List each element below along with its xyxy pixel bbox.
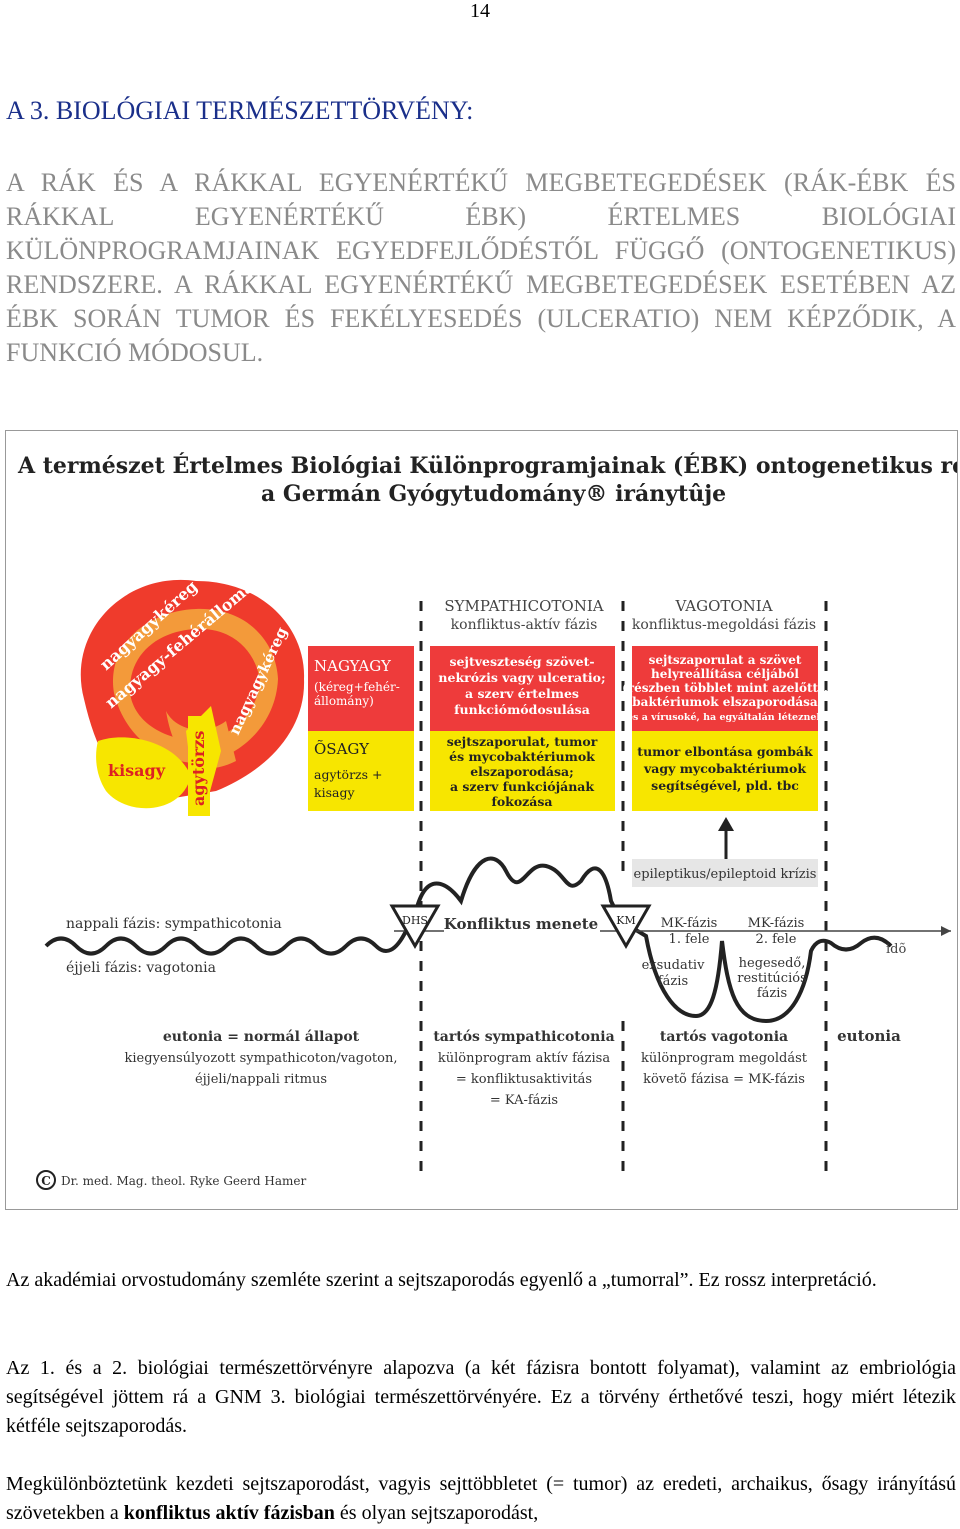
mk1-line2: 1. fele [669, 932, 710, 947]
nagyagy-vago-box [632, 646, 818, 731]
eutonia-right: eutonia [837, 1027, 901, 1045]
mk2-line2: 2. fele [756, 932, 797, 947]
copyright-symbol: C [41, 1174, 51, 1188]
figure-title-line2: a Germán Gyógytudomány® iránytûje [261, 481, 726, 507]
osagy-symp-box [430, 731, 615, 811]
nagyagy-symp-line: a szerv értelmes [465, 686, 579, 701]
osagy-vago-line: tumor elbontása gombák [637, 744, 813, 759]
conflict-label: Konfliktus menete [444, 915, 598, 933]
nagyagy-symp-box [430, 646, 615, 731]
exudative-line1: exsudativ [642, 958, 706, 973]
paragraph-3-bold: konfliktus aktív fázisban [123, 1502, 335, 1524]
label-cerebellum: kisagy [108, 761, 166, 780]
osagy-symp-line: és mycobaktériumok [449, 749, 595, 764]
day-phase-label: nappali fázis: sympathicotonia [66, 916, 282, 932]
osagy-vago-box [632, 731, 818, 811]
paragraph-2: Az 1. és a 2. biológiai természettörvény… [6, 1357, 956, 1437]
osagy-box [308, 731, 414, 811]
nagyagy-vago-note: (és a vírusoké, ha egyáltalán léteznek) [623, 712, 828, 723]
eutonia-left-line3: éjjeli/nappali ritmus [195, 1072, 327, 1087]
exudative-line2: fázis [658, 974, 688, 989]
osagy-symp-line: elszaporodása; [470, 764, 574, 779]
brain-illustration: nagyagykéreg nagyagy-fehérállomány nagya… [80, 563, 305, 816]
vago-bottom-line1: tartós vagotonia [660, 1029, 788, 1045]
nagyagy-vago-line: helyreállítása céljából [651, 667, 799, 681]
nagyagy-symp-line: funkciómódosulása [454, 702, 590, 717]
paragraph-1: Az akadémiai orvostudomány szemléte szer… [6, 1269, 877, 1291]
crisis-box [632, 859, 818, 887]
scar-line1: hegesedő, [739, 956, 806, 971]
symp-bottom-line2: különprogram aktív fázisa [438, 1051, 610, 1066]
nagyagy-box [308, 646, 414, 731]
crisis-arrow-head [718, 817, 734, 831]
km-marker [600, 904, 652, 950]
copyright-icon [36, 1170, 56, 1190]
conflict-label-bg [444, 911, 600, 935]
night-phase-label: éjjeli fázis: vagotonia [66, 960, 216, 976]
paragraph-3-pre: Megkülönböztetünk kezdeti sejtszaporodás… [6, 1473, 956, 1524]
page-number: 14 [470, 0, 490, 22]
dhs-label: DHS [402, 914, 428, 927]
col-symp-sub: konfliktus-aktív fázis [451, 617, 598, 633]
section-heading: A 3. BIOLÓGIAI TERMÉSZETTÖRVÉNY: [6, 96, 474, 125]
osagy-symp-line: sejtszaporulat, tumor [447, 734, 598, 749]
paragraph-3: Megkülönböztetünk kezdeti sejtszaporodás… [6, 1470, 956, 1528]
scar-line3: fázis [757, 986, 787, 1001]
nagyagy-symp-line: nekrózis vagy ulceratio; [438, 670, 605, 685]
section-subheading: A RÁK ÉS A RÁKKAL EGYENÉRTÉKŰ MEGBETEGED… [6, 168, 956, 367]
eutonia-left-line2: kiegyensúlyozott sympathicoton/vagoton, [125, 1051, 398, 1066]
col-symp-title: SYMPATHICOTONIA [444, 597, 603, 615]
time-label: idõ [886, 942, 906, 957]
symp-bottom-line4: = KA-fázis [490, 1093, 558, 1108]
label-brainstem: agytörzs [189, 731, 208, 806]
km-label: KM [616, 914, 635, 927]
paragraph-3-post: és olyan sejtszaporodást, [334, 1502, 539, 1524]
nagyagy-vago-line: sejtszaporulat a szövet [649, 653, 802, 667]
mk1-line1: MK-fázis [661, 916, 718, 931]
scar-line2: restitúciós [737, 971, 807, 986]
ontogenetic-system-figure: A természet Értelmes Biológiai Különprog… [5, 430, 958, 1210]
copyright-text: Dr. med. Mag. theol. Ryke Geerd Hamer [61, 1174, 306, 1188]
nagyagy-sub2: állomány) [314, 694, 374, 708]
osagy-sub1: agytörzs + [314, 767, 383, 782]
osagy-title: ÕSAGY [314, 740, 370, 758]
osagy-sub2: kisagy [314, 785, 355, 800]
vago-bottom-line2: különprogram megoldást [641, 1051, 808, 1066]
osagy-vago-line: segítségével, pld. tbc [651, 778, 799, 793]
dhs-marker [389, 904, 441, 950]
eutonia-left-line1: eutonia = normál állapot [163, 1029, 360, 1045]
nagyagy-symp-line: sejtveszteség szövet- [449, 654, 594, 669]
symp-bottom-line1: tartós sympathicotonia [433, 1029, 614, 1045]
symp-bottom-line3: = konfliktusaktivitás [456, 1072, 592, 1087]
col-vago-sub: konfliktus-megoldási fázis [632, 617, 816, 633]
osagy-symp-line: fokozása [491, 794, 552, 809]
vago-bottom-line3: követõ fázisa = MK-fázis [643, 1072, 805, 1087]
nagyagy-vago-line: (részben többlet mint azelőtt), [622, 681, 828, 695]
nagyagy-vago-line: baktériumok elszaporodása [632, 695, 818, 709]
time-arrow-head [941, 926, 951, 936]
nagyagy-sub1: (kéreg+fehér- [314, 680, 400, 694]
nagyagy-title: NAGYAGY [314, 657, 392, 675]
mk2-line1: MK-fázis [748, 916, 805, 931]
col-vago-title: VAGOTONIA [674, 597, 772, 615]
conflict-curve [44, 856, 893, 1024]
figure-canvas: A természet Értelmes Biológiai Különprog… [17, 452, 957, 1190]
osagy-vago-line: vagy mycobaktériumok [643, 761, 806, 776]
osagy-symp-line: a szerv funkciójának [450, 779, 594, 794]
crisis-label: epileptikus/epileptoid krízis [634, 867, 817, 882]
figure-title-line1: A természet Értelmes Biológiai Különprog… [17, 452, 957, 479]
